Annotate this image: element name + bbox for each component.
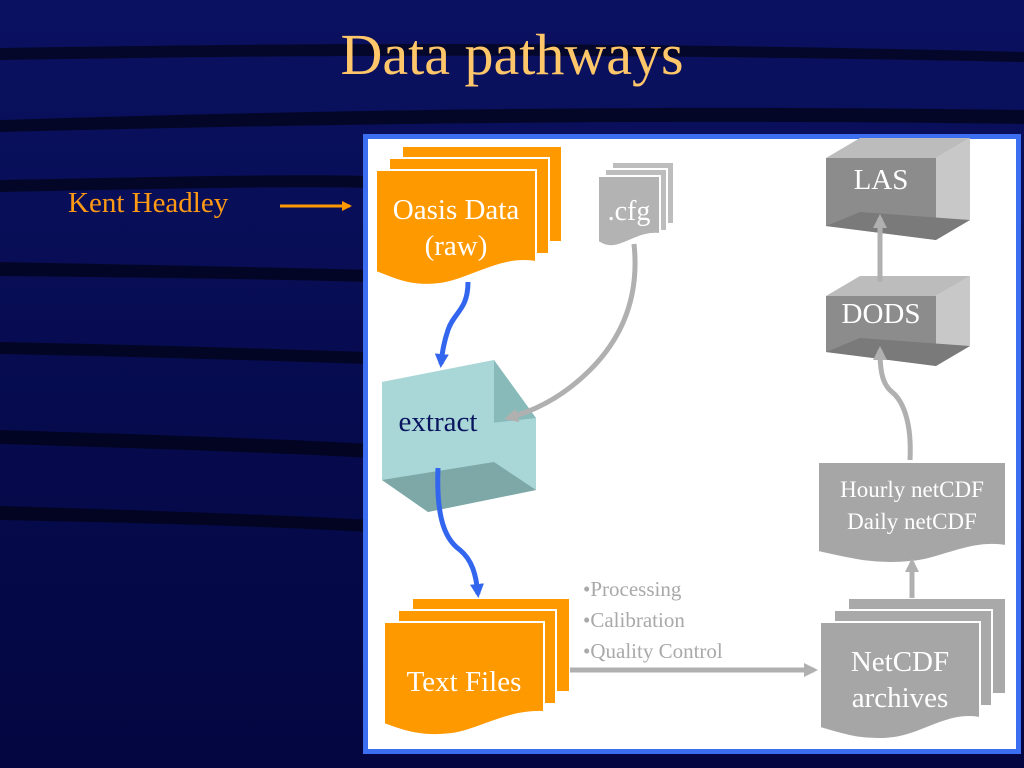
cfg-label: .cfg: [607, 196, 651, 227]
processing-step: •Quality Control: [583, 639, 723, 663]
processing-step: •Processing: [583, 577, 682, 601]
las-label: LAS: [853, 164, 909, 196]
extract-node: [382, 360, 536, 512]
cfg-file-node: [597, 161, 675, 248]
text-files-node: [383, 597, 571, 737]
processing-steps-list: •Processing •Calibration •Quality Contro…: [583, 574, 723, 667]
oasis-to-extract-arrow: [434, 281, 471, 368]
netcdf-archives-label: NetCDF archives: [850, 646, 950, 714]
cfg-to-extract-arrow: [504, 243, 638, 423]
hourly-to-dods-arrow: [873, 346, 913, 461]
extract-to-textfiles-arrow: [435, 467, 484, 598]
dods-label: DODS: [841, 298, 921, 330]
extract-label: extract: [398, 406, 478, 438]
dods-node: [826, 276, 970, 366]
processing-step: •Calibration: [583, 608, 685, 632]
slide-title: Data pathways: [340, 22, 684, 87]
author-label: Kent Headley: [68, 187, 229, 219]
oasis-data-label: Oasis Data (raw): [392, 194, 520, 262]
text-files-label: Text Files: [406, 666, 522, 698]
hourly-daily-label: Hourly netCDF Daily netCDF: [840, 477, 984, 534]
oasis-data-node: [375, 145, 563, 286]
las-node: [826, 138, 970, 240]
netcdf-archives-node: [819, 597, 1007, 741]
